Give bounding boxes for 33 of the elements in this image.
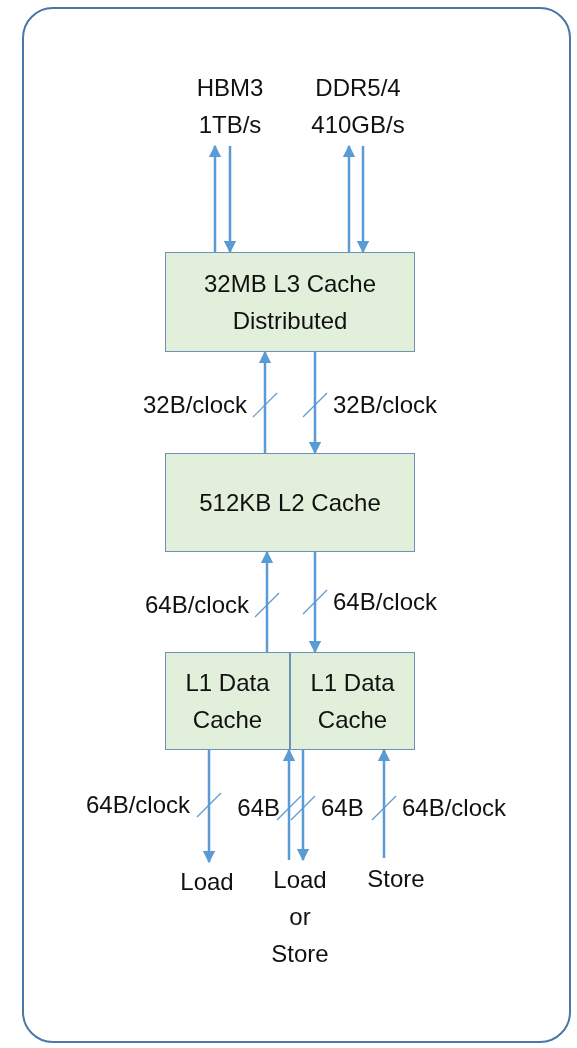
arrow bbox=[356, 146, 370, 254]
edge-label: 64B bbox=[321, 794, 364, 822]
arrow bbox=[208, 144, 222, 252]
endpoint-label: Load bbox=[180, 866, 234, 897]
edge-label: 64B bbox=[237, 794, 280, 822]
cache-label: L1 Data Cache bbox=[309, 668, 396, 735]
arrow bbox=[296, 750, 310, 862]
arrow bbox=[223, 146, 237, 254]
edge-label: 64B/clock bbox=[333, 588, 438, 616]
endpoint-label: HBM3 1TB/s bbox=[195, 73, 265, 140]
arrow bbox=[377, 748, 391, 858]
endpoint-label: Load or Store bbox=[270, 864, 330, 969]
cache-label: 32MB L3 Cache Distributed bbox=[202, 269, 378, 336]
arrow bbox=[342, 144, 356, 252]
cache-label: 512KB L2 Cache bbox=[199, 488, 381, 518]
endpoint-label: DDR5/4 410GB/s bbox=[310, 73, 406, 140]
cache-label: L1 Data Cache bbox=[184, 668, 271, 735]
arrow bbox=[308, 352, 322, 455]
arrow bbox=[282, 748, 296, 860]
cache-box bbox=[165, 252, 415, 352]
arrow bbox=[202, 750, 216, 864]
cache-box bbox=[165, 453, 415, 552]
endpoint-label: Store bbox=[367, 863, 425, 894]
arrow bbox=[308, 552, 322, 654]
edge-label: 64B/clock bbox=[402, 794, 507, 822]
arrow bbox=[260, 550, 274, 652]
edge-label: 64B/clock bbox=[144, 591, 249, 619]
cache-box bbox=[290, 652, 415, 750]
edge-label: 32B/clock bbox=[142, 391, 247, 419]
edge-label: 32B/clock bbox=[333, 391, 438, 419]
edge-label: 64B/clock bbox=[85, 791, 190, 819]
cache-box bbox=[165, 652, 290, 750]
arrow bbox=[258, 350, 272, 453]
